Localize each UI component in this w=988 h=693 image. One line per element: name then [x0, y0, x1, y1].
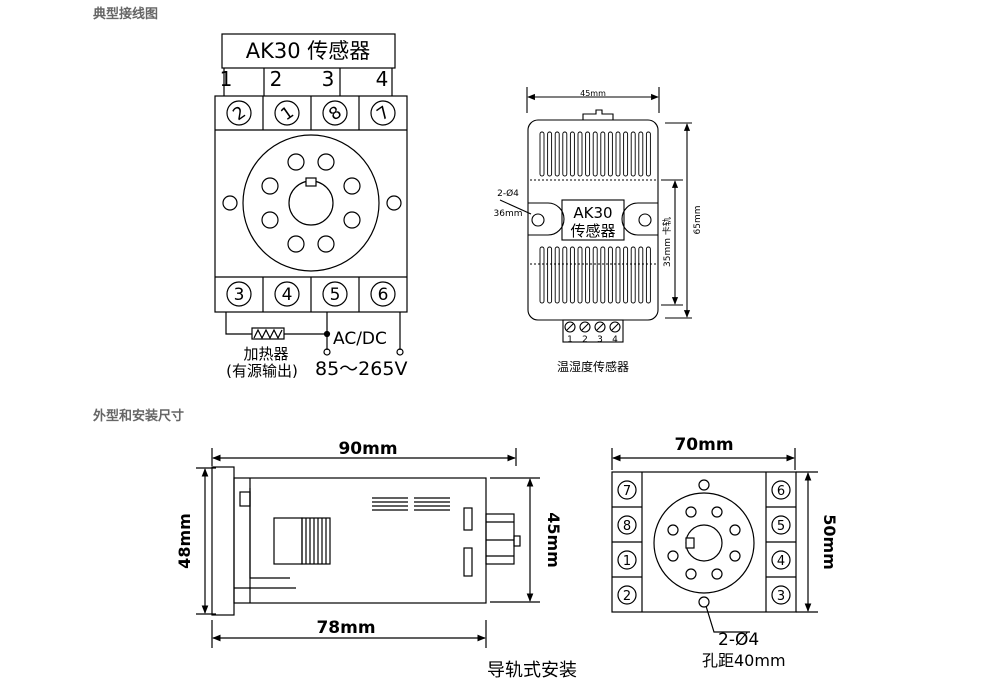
vent-slot [554, 246, 560, 304]
vent-slot [562, 246, 568, 304]
vent-slot [615, 246, 621, 304]
vent-slot [607, 131, 613, 177]
socket-hole-label: 2-Ø4 [718, 630, 759, 650]
vent-slot [600, 246, 606, 304]
sensor-vents [539, 131, 651, 304]
vent-slot [630, 246, 636, 304]
vent-slot [615, 131, 621, 177]
section-heading-dimensions: 外型和安装尺寸 [93, 409, 185, 424]
sensor-terminal-1: 1 [567, 335, 573, 345]
sensor-terminal-block [562, 319, 624, 343]
wire-number-1: 1 [220, 67, 233, 91]
socket-left-terminal-2: 2 [623, 589, 631, 604]
power-label: AC/DC [333, 329, 387, 349]
socket-left-terminal-1: 1 [623, 554, 631, 569]
wire-number-3: 3 [322, 67, 335, 91]
side-height-label: 48mm [175, 513, 194, 569]
sensor-hole-label: 2-Ø4 [497, 188, 519, 199]
voltage-label: 85～265V [315, 358, 407, 380]
vent-slot [600, 131, 606, 177]
wiring-texts: AK30 传感器 1 2 3 4 2 1 8 7 3 4 5 6 AC/DC 加… [220, 39, 408, 380]
sensor-hole-spacing-label: 36mm [494, 209, 523, 219]
sensor-box-label: AK30 传感器 [246, 39, 371, 63]
socket-width-label: 70mm [674, 435, 733, 455]
side-total-length-label: 90mm [338, 439, 397, 459]
sensor-box [221, 33, 396, 69]
socket-right-terminal-6: 6 [777, 484, 785, 499]
sensor-terminal-2: 2 [582, 335, 588, 345]
socket-pin-ring [653, 492, 755, 594]
sensor-width-label: 45mm [580, 89, 606, 98]
vent-slot [539, 246, 545, 304]
vent-slot [547, 246, 553, 304]
vent-slot [577, 246, 583, 304]
vent-slot [569, 131, 575, 177]
vent-slot [638, 246, 644, 304]
vent-slot [577, 131, 583, 177]
socket-texts: 70mm 50mm 7 8 1 2 6 5 4 3 2-Ø4 孔距40mm 导轨… [487, 435, 839, 681]
wire-number-2: 2 [270, 67, 283, 91]
vent-slot [630, 131, 636, 177]
pin-ring [242, 134, 380, 272]
sensor-label-box [561, 199, 625, 241]
heater-label: 加热器 [243, 345, 288, 363]
bottom-terminal-5: 5 [330, 285, 341, 305]
socket-right-terminal-5: 5 [777, 519, 785, 534]
vent-slot [547, 131, 553, 177]
side-view-drawing [196, 448, 540, 648]
vent-slot [623, 246, 629, 304]
wire-number-4: 4 [376, 67, 389, 91]
bottom-terminal-4: 4 [282, 285, 293, 305]
socket-right-terminal-4: 4 [777, 554, 785, 569]
side-body-height-label: 45mm [544, 512, 563, 568]
vent-slot [592, 246, 598, 304]
side-body [233, 477, 487, 604]
socket-hole-spacing-label: 孔距40mm [702, 651, 786, 670]
side-base-plate [211, 466, 235, 616]
sensor-terminal-4: 4 [612, 335, 618, 345]
vent-slot [645, 246, 651, 304]
sensor-terminal-3: 3 [597, 335, 603, 345]
section-heading-wiring: 典型接线图 [93, 7, 159, 22]
socket-height-label: 50mm [820, 514, 839, 570]
heater-sub-label: (有源输出) [226, 362, 298, 380]
sensor-name-line2: 传感器 [570, 222, 615, 240]
socket-left-terminal-8: 8 [623, 519, 631, 534]
vent-slot [569, 246, 575, 304]
sensor-height-label: 65mm [693, 206, 703, 235]
socket-right-terminal-3: 3 [777, 589, 785, 604]
sensor-rail-label: 35mm 卡轨 [661, 217, 673, 267]
vent-slot [607, 246, 613, 304]
sensor-caption: 温湿度传感器 [557, 359, 629, 374]
side-view-texts: 90mm 48mm 45mm 78mm [175, 439, 563, 638]
socket-drawing [611, 448, 818, 633]
bottom-terminal-3: 3 [234, 285, 245, 305]
sensor-texts: 45mm 65mm 35mm 卡轨 2-Ø4 36mm AK30 传感器 1 2… [494, 89, 704, 374]
sensor-drawing [499, 87, 692, 343]
vent-slot [539, 131, 545, 177]
side-body-length-label: 78mm [316, 618, 375, 638]
sensor-name-line1: AK30 [573, 204, 612, 222]
vent-slot [645, 131, 651, 177]
vent-slot [592, 131, 598, 177]
vent-slot [638, 131, 644, 177]
socket-left-terminal-7: 7 [623, 484, 631, 499]
wiring-diagram [214, 33, 408, 356]
vent-slot [562, 131, 568, 177]
bottom-terminal-6: 6 [378, 285, 389, 305]
vent-slot [554, 131, 560, 177]
vent-slot [585, 131, 591, 177]
vent-slot [585, 246, 591, 304]
mount-caption: 导轨式安装 [487, 660, 577, 681]
vent-slot [623, 131, 629, 177]
